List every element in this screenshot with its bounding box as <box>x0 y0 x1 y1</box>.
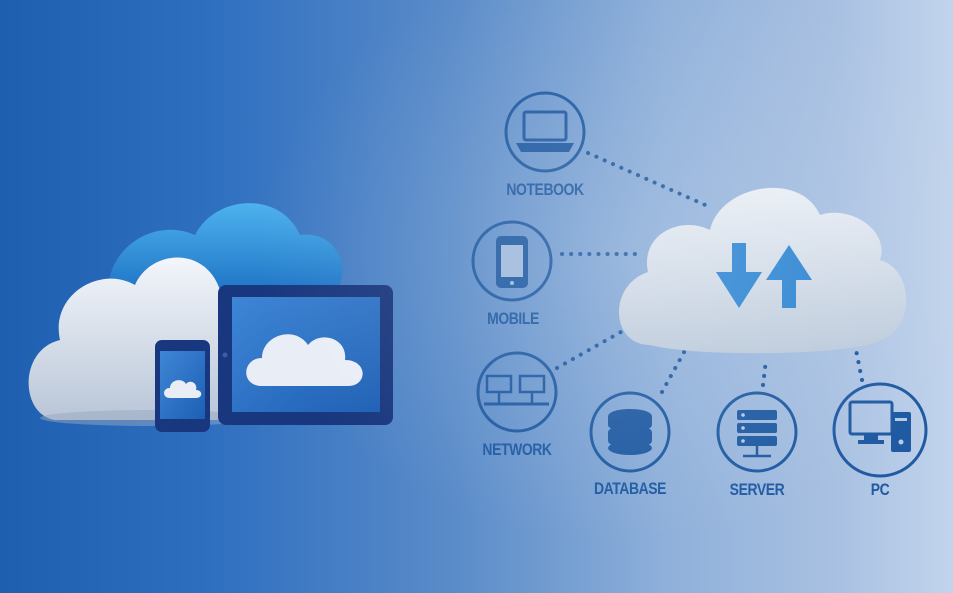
laptop-icon <box>516 110 574 152</box>
network-icon <box>484 374 549 406</box>
mobile-node <box>471 220 553 302</box>
connectors <box>555 151 864 394</box>
notebook-node <box>504 91 586 173</box>
database-node <box>589 391 671 473</box>
network-node <box>476 351 558 433</box>
desktop-pc-icon <box>848 400 911 452</box>
database-icon <box>608 409 652 455</box>
pc-node <box>832 382 928 478</box>
server-icon <box>737 410 777 458</box>
server-label: SERVER <box>729 480 785 499</box>
pc-label: PC <box>870 480 890 499</box>
phone-icon <box>155 340 210 432</box>
database-label: DATABASE <box>593 479 667 498</box>
network-label: NETWORK <box>482 440 552 459</box>
tablet-cloud-icon <box>246 334 363 386</box>
hub-cloud <box>618 187 907 354</box>
notebook-label: NOTEBOOK <box>506 180 584 199</box>
mobile-label: MOBILE <box>487 309 539 328</box>
upload-download-arrows-icon <box>716 243 812 308</box>
server-node <box>716 391 798 473</box>
tablet-icon <box>218 285 393 425</box>
smartphone-icon <box>496 236 528 288</box>
